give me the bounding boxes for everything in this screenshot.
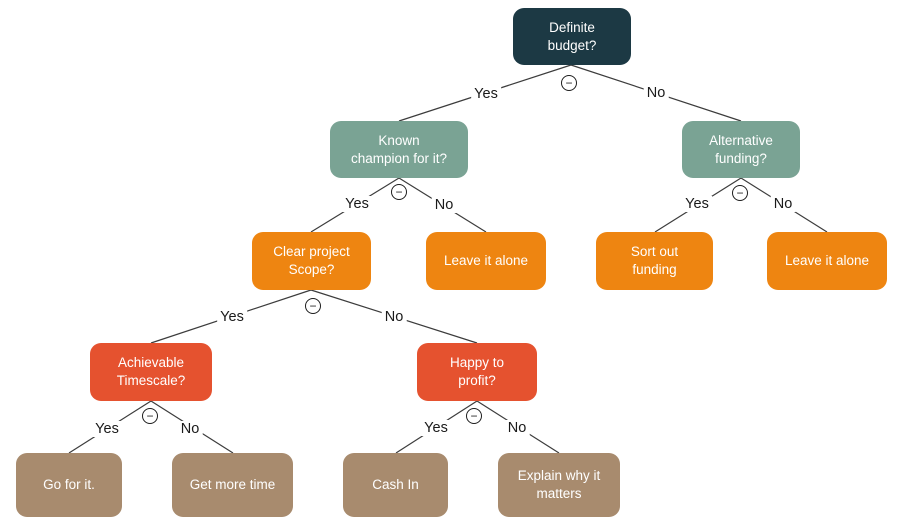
edge-label-no: No — [177, 421, 203, 437]
edge-label-yes: Yes — [682, 196, 712, 212]
node-go-for-it[interactable]: Go for it. — [16, 453, 122, 517]
node-sort-out-funding[interactable]: Sort out funding — [596, 232, 713, 290]
edge-label-yes: Yes — [217, 309, 247, 325]
edge-label-no: No — [504, 420, 530, 436]
node-known-champion[interactable]: Known champion for it? — [330, 121, 468, 178]
edge-label-yes: Yes — [471, 86, 501, 102]
collapse-minus-icon[interactable]: − — [142, 408, 158, 424]
edge-label-yes: Yes — [92, 421, 122, 437]
edge-label-no: No — [643, 85, 669, 101]
collapse-minus-icon[interactable]: − — [391, 184, 407, 200]
node-definite-budget[interactable]: Definite budget? — [513, 8, 631, 65]
node-explain-why-matters[interactable]: Explain why it matters — [498, 453, 620, 517]
node-cash-in[interactable]: Cash In — [343, 453, 448, 517]
node-achievable-timescale[interactable]: Achievable Timescale? — [90, 343, 212, 401]
node-clear-project-scope[interactable]: Clear project Scope? — [252, 232, 371, 290]
edge-label-no: No — [770, 196, 796, 212]
node-get-more-time[interactable]: Get more time — [172, 453, 293, 517]
edge-label-no: No — [431, 197, 457, 213]
edge-label-yes: Yes — [342, 196, 372, 212]
collapse-minus-icon[interactable]: − — [561, 75, 577, 91]
node-happy-to-profit[interactable]: Happy to profit? — [417, 343, 537, 401]
node-leave-it-alone-right[interactable]: Leave it alone — [767, 232, 887, 290]
edge-label-no: No — [381, 309, 407, 325]
collapse-minus-icon[interactable]: − — [466, 408, 482, 424]
node-leave-it-alone-left[interactable]: Leave it alone — [426, 232, 546, 290]
collapse-minus-icon[interactable]: − — [732, 185, 748, 201]
collapse-minus-icon[interactable]: − — [305, 298, 321, 314]
node-alternative-funding[interactable]: Alternative funding? — [682, 121, 800, 178]
edge-label-yes: Yes — [421, 420, 451, 436]
